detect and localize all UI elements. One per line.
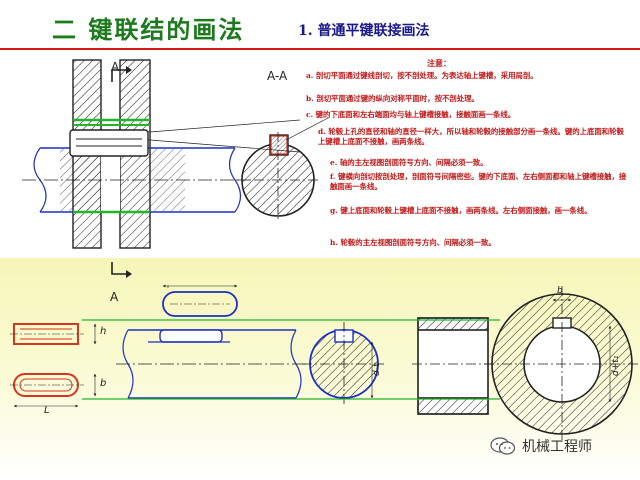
title-divider [0, 48, 640, 50]
watermark: 机械工程师 [490, 436, 592, 456]
note-g: g. 键上底面和轮毂上键槽上底面不接触，画两条线。左右侧面接触，画一条线。 [330, 206, 592, 215]
note-e: e. 轴的主左视图剖面符号方向、间隔必须一致。 [330, 158, 488, 167]
key-plan-views [10, 284, 238, 408]
hub-section [412, 317, 500, 415]
section-mark-a-bottom: A [110, 290, 119, 304]
dim-label-d-t1: d+t₁ [611, 355, 621, 376]
dim-label-b-hub: b [557, 286, 563, 296]
shaft-cross-section [302, 322, 386, 404]
note-h: h. 轮毂的主左视图剖面符号方向、间隔必须一致。 [330, 238, 496, 247]
wechat-icon [490, 437, 516, 455]
section-mark-a-top: A [111, 60, 120, 74]
note-a: a. 剖切平面通过键线剖切，按不剖处理。为表达轴上键槽，采用局剖。 [306, 71, 538, 80]
note-c: c. 键的下底面和左右端面均与轴上键槽接触，接触面画一条线。 [306, 110, 516, 119]
section-view-label: A-A [267, 69, 288, 83]
dim-label-d-t: d-t [372, 363, 382, 377]
slide-subtitle: 1. 普通平键联接画法 [298, 23, 430, 39]
dim-label-b: b [100, 378, 107, 389]
shaft-with-keyway [116, 329, 306, 399]
notes-title: 注意： [427, 58, 451, 68]
watermark-text: 机械工程师 [522, 439, 592, 455]
note-d: d. 轮毂上孔的直径和轴的直径一样大，所以轴和轮毂的接触部分画一条线。键的上底面… [318, 127, 624, 146]
projection-lines [82, 319, 500, 400]
upper-main-view [22, 59, 250, 278]
note-b: b. 剖切平面通过键的纵向对称平面时，按不剖处理。 [306, 94, 479, 103]
section-view-aa [236, 132, 320, 222]
slide-title: 二 键联结的画法 [52, 15, 245, 44]
hub-end-view [484, 286, 640, 442]
dim-label-l: L [44, 405, 50, 416]
note-f: f. 键横向剖切按剖处理，剖面符号间隔密些。键的下底面、左右侧面都和轴上键槽接触… [330, 172, 627, 191]
note-leaders [149, 117, 329, 153]
dim-label-h: h [100, 326, 107, 337]
